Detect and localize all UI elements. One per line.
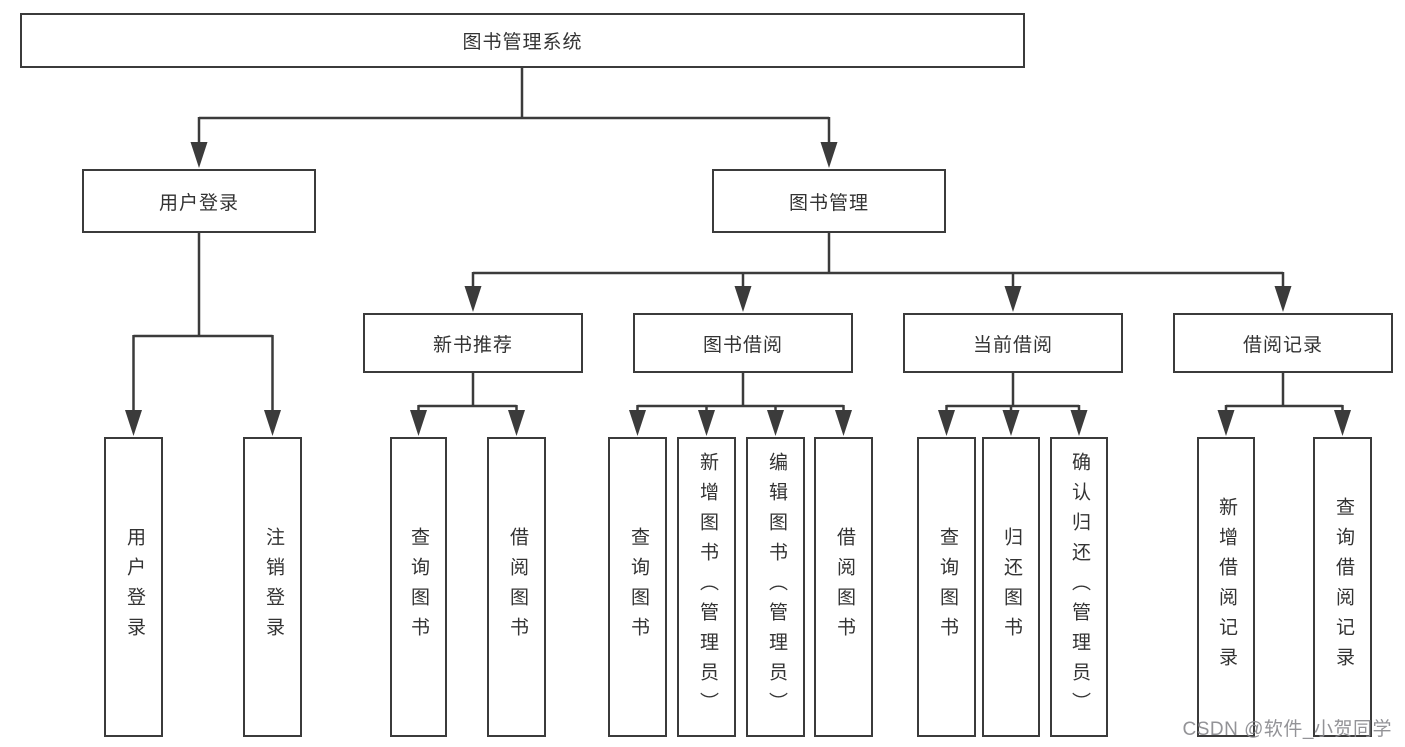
node-user-login: 用户登录	[82, 169, 316, 233]
leaf-query-borrow-record: 查询借阅记录	[1313, 437, 1372, 737]
leaf-add-borrow-record: 新增借阅记录	[1197, 437, 1255, 737]
leaf-query-books-recommend: 查询图书	[390, 437, 447, 737]
leaf-query-books-borrow: 查询图书	[608, 437, 667, 737]
leaf-edit-book-admin: 编辑图书（管理员）	[746, 437, 805, 737]
node-book-management: 图书管理	[712, 169, 946, 233]
leaf-borrow-books-recommend: 借阅图书	[487, 437, 546, 737]
leaf-confirm-return-admin: 确认归还（管理员）	[1050, 437, 1108, 737]
node-new-book-recommend: 新书推荐	[363, 313, 583, 373]
node-book-borrow: 图书借阅	[633, 313, 853, 373]
arrowheads	[125, 142, 1351, 436]
leaf-query-books-current: 查询图书	[917, 437, 976, 737]
leaf-borrow-books: 借阅图书	[814, 437, 873, 737]
csdn-watermark: CSDN @软件_小贺同学	[1182, 719, 1392, 740]
leaf-add-book-admin: 新增图书（管理员）	[677, 437, 736, 737]
leaf-user-login: 用户登录	[104, 437, 163, 737]
leaf-logout: 注销登录	[243, 437, 302, 737]
leaf-return-books: 归还图书	[982, 437, 1040, 737]
node-current-borrow: 当前借阅	[903, 313, 1123, 373]
node-borrow-records: 借阅记录	[1173, 313, 1393, 373]
node-root: 图书管理系统	[20, 13, 1025, 68]
